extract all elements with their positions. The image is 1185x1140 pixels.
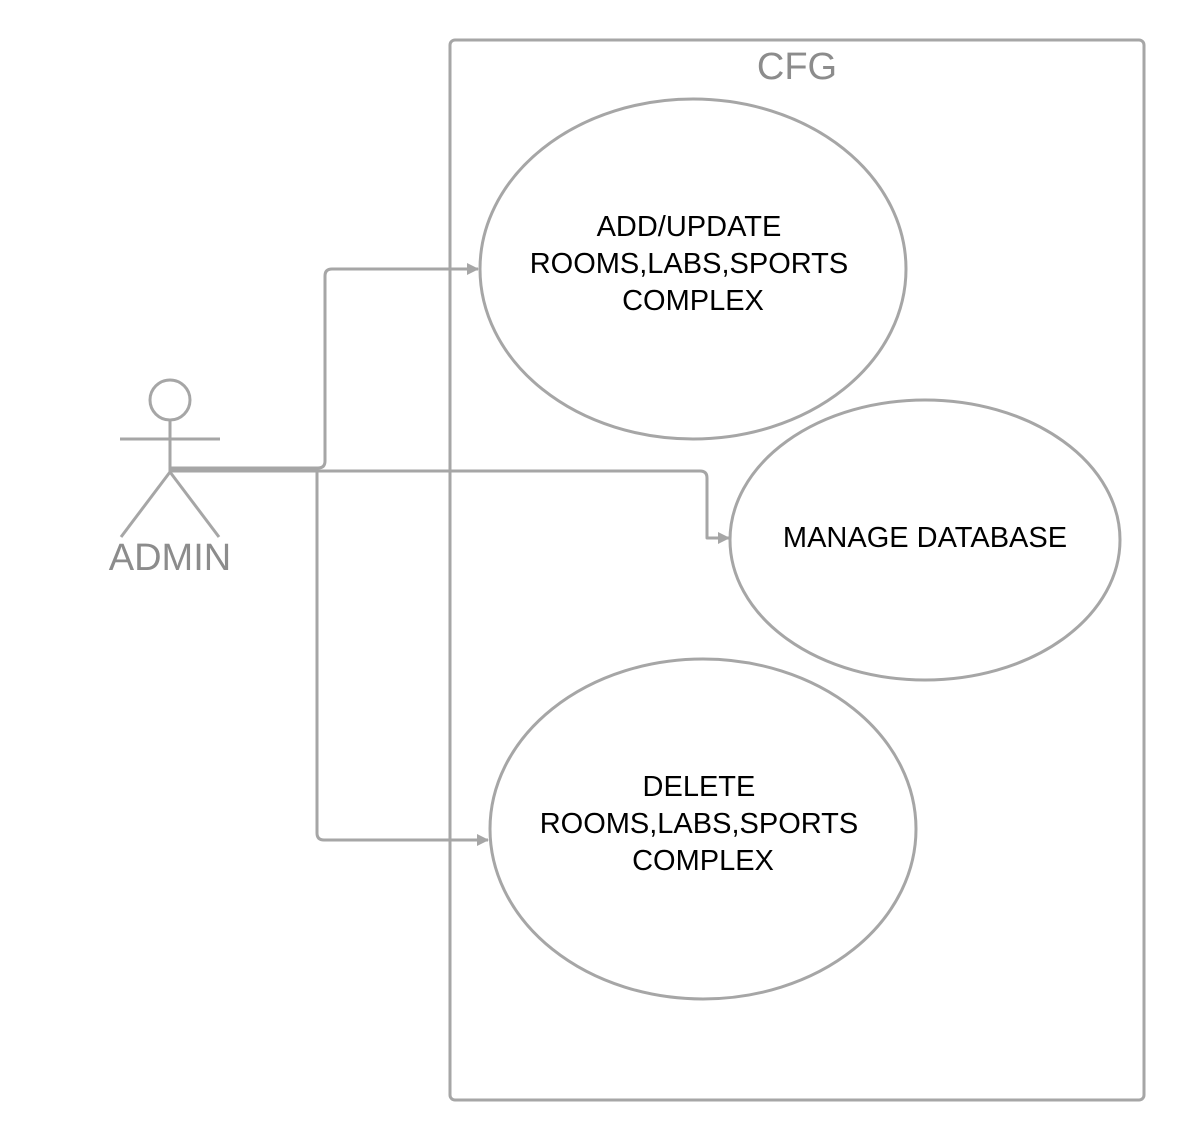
connector-delete <box>315 472 489 846</box>
use-case-label: ADD/UPDATE ROOMS,LABS,SPORTS COMPLEX <box>530 211 857 317</box>
connector-manage-database <box>170 469 730 544</box>
use-case-delete: DELETE ROOMS,LABS,SPORTS COMPLEX <box>488 657 918 1001</box>
use-case-label: DELETE ROOMS,LABS,SPORTS COMPLEX <box>540 771 867 877</box>
use-case-label: MANAGE DATABASE <box>783 522 1067 554</box>
use-case-label-line: ROOMS,LABS,SPORTS <box>530 248 849 280</box>
system-boundary-box <box>448 38 1146 1102</box>
use-case-label-line: DELETE <box>643 771 756 803</box>
actor-admin: ADMIN <box>109 378 231 579</box>
use-case-label-line: MANAGE DATABASE <box>783 522 1067 554</box>
use-case-label-line: ADD/UPDATE <box>597 211 782 243</box>
use-case-label-line: COMPLEX <box>622 285 764 317</box>
use-case-ellipse <box>478 97 908 441</box>
use-case-ellipse <box>728 398 1122 682</box>
system-boundary-title: CFG <box>757 46 837 88</box>
use-case-label-line: COMPLEX <box>632 845 774 877</box>
actor-name: ADMIN <box>109 537 231 579</box>
use-case-add-update: ADD/UPDATE ROOMS,LABS,SPORTS COMPLEX <box>478 97 908 441</box>
use-case-ellipse <box>488 657 918 1001</box>
use-case-label-line: ROOMS,LABS,SPORTS <box>540 808 859 840</box>
use-case-manage-database: MANAGE DATABASE <box>728 398 1122 682</box>
connector-add-update <box>170 263 479 470</box>
system-boundary: CFG <box>448 38 1146 1102</box>
connectors <box>170 263 730 846</box>
stick-figure-icon <box>119 378 221 538</box>
